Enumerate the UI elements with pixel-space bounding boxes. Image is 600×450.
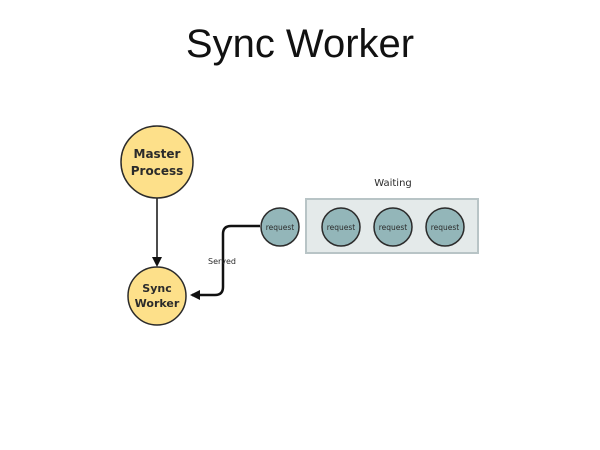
queued-request-label: request	[327, 223, 356, 232]
sync-worker-label-line1: Sync	[142, 282, 171, 295]
master-process-node: Master Process	[120, 125, 194, 199]
active-request-label: request	[266, 223, 295, 232]
active-request-node: request	[260, 207, 300, 247]
served-arrow	[190, 224, 260, 300]
master-process-label-line1: Master	[134, 147, 181, 161]
master-process-label-line2: Process	[131, 164, 184, 178]
queued-request-label: request	[431, 223, 460, 232]
served-label: Served	[208, 257, 236, 266]
sync-worker-label-line2: Worker	[135, 297, 180, 310]
queued-request-3: request	[425, 207, 465, 247]
queued-request-1: request	[321, 207, 361, 247]
queued-request-label: request	[379, 223, 408, 232]
sync-worker-node: Sync Worker	[127, 266, 187, 326]
queued-request-2: request	[373, 207, 413, 247]
slide-title: Sync Worker	[185, 22, 415, 66]
waiting-label: Waiting	[374, 178, 412, 189]
